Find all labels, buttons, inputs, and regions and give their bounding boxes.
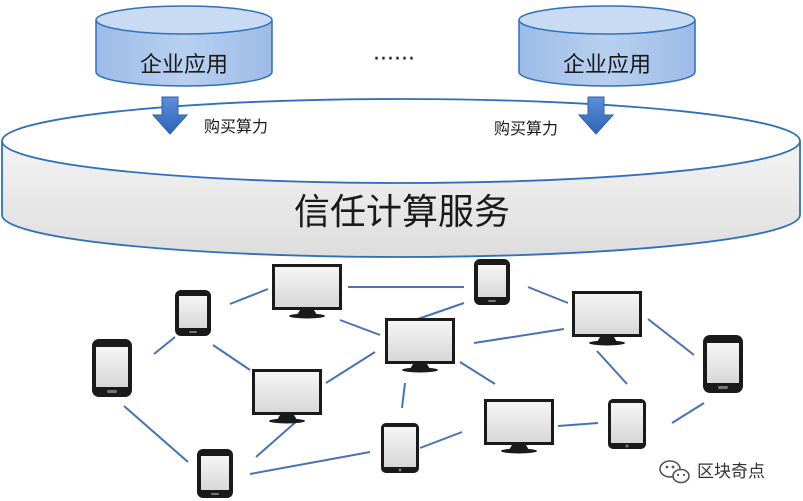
app-right-label: 企业应用 (563, 53, 651, 78)
watermark: 区块奇点 (659, 460, 765, 484)
phone-icon (474, 259, 510, 305)
phone-icon (197, 449, 233, 498)
service-label: 信任计算服务 (294, 192, 510, 233)
monitor-icon (252, 369, 322, 424)
app-cylinder-left: 企业应用 (95, 5, 273, 87)
arrow-down-left-icon (151, 96, 189, 135)
monitor-icon (272, 264, 342, 319)
monitor-icon (484, 399, 554, 454)
tablet-icon (608, 399, 646, 449)
ellipsis: ······ (373, 47, 415, 72)
service-platform: 信任计算服务 (1, 98, 801, 258)
watermark-text: 区块奇点 (697, 462, 765, 482)
app-cylinder-right: 企业应用 (518, 5, 696, 87)
tablet-icon (381, 423, 419, 473)
monitor-icon (572, 291, 642, 346)
arrow-down-right-icon (577, 96, 615, 135)
phone-icon (92, 339, 132, 397)
buy-left-label: 购买算力 (204, 117, 268, 136)
app-left-label: 企业应用 (140, 53, 228, 78)
phone-icon (703, 335, 743, 393)
wechat-icon (659, 460, 690, 484)
network-links (123, 286, 705, 475)
phone-icon (175, 290, 211, 336)
monitor-icon (385, 318, 455, 373)
buy-right-label: 购买算力 (494, 119, 558, 138)
